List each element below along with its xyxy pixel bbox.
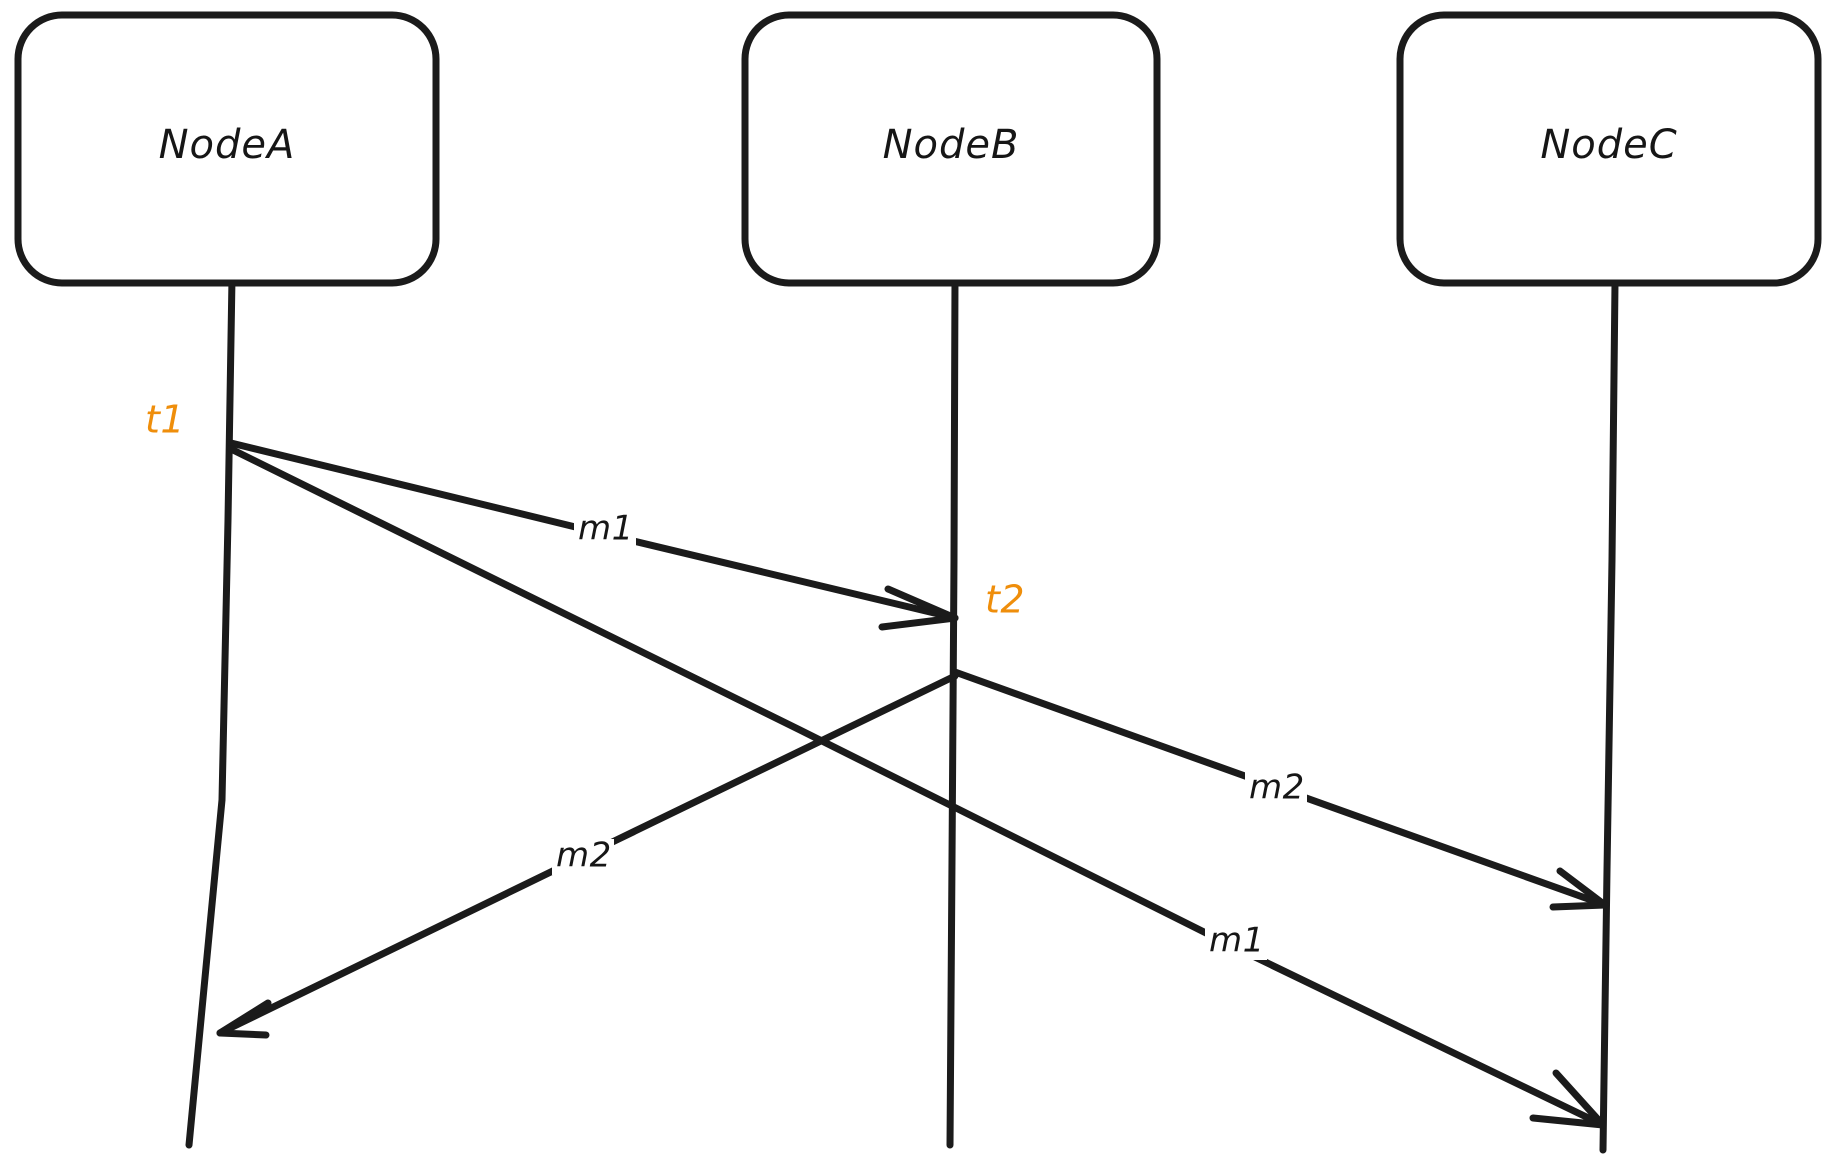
messages-group bbox=[216, 439, 1609, 1129]
time-marker-t2: t2 bbox=[985, 578, 1025, 622]
arrow-head-icon bbox=[216, 999, 272, 1039]
message-label-wrap-0: m1 bbox=[574, 509, 636, 549]
lifeline-nodea bbox=[185, 274, 236, 1149]
label-backdrop bbox=[1245, 771, 1307, 807]
message-labels-group: m1 m1 m2 m2 bbox=[552, 509, 1307, 961]
arrow-head-icon bbox=[1529, 1069, 1607, 1129]
message-label-wrap-1: m1 bbox=[1205, 921, 1267, 961]
lifelines-group bbox=[185, 274, 1619, 1154]
lifeline-nodec bbox=[1599, 279, 1619, 1154]
time-markers-group: t1 t2 bbox=[145, 398, 1025, 622]
node-box-nodeb[interactable]: NodeB bbox=[741, 11, 1161, 287]
node-rect bbox=[14, 11, 440, 287]
message-m1-a-to-c[interactable] bbox=[227, 445, 1607, 1129]
node-label-nodec: NodeC bbox=[1540, 122, 1677, 168]
label-backdrop bbox=[574, 512, 636, 548]
node-label-nodea: NodeA bbox=[159, 122, 296, 168]
message-label-m1-a-to-c: m1 bbox=[1209, 921, 1265, 961]
label-backdrop bbox=[1205, 924, 1267, 960]
node-label-nodeb: NodeB bbox=[883, 122, 1020, 168]
node-rect bbox=[741, 11, 1161, 287]
arrow-head-icon bbox=[878, 585, 959, 631]
node-box-nodec[interactable]: NodeC bbox=[1396, 11, 1822, 287]
message-label-m2-b-to-a: m2 bbox=[556, 836, 612, 876]
node-rect bbox=[1396, 11, 1822, 287]
node-box-nodea[interactable]: NodeA bbox=[14, 11, 440, 287]
message-label-wrap-3: m2 bbox=[552, 836, 614, 876]
arrow-head-icon bbox=[1549, 867, 1609, 911]
lifeline-nodeb bbox=[946, 274, 959, 1149]
message-label-m1-a-to-b: m1 bbox=[578, 509, 634, 549]
message-label-m2-b-to-c: m2 bbox=[1249, 768, 1305, 808]
message-line bbox=[227, 445, 1607, 1129]
nodes-group: NodeA NodeB NodeC bbox=[14, 11, 1822, 287]
message-label-wrap-2: m2 bbox=[1245, 768, 1307, 808]
label-backdrop bbox=[552, 839, 614, 875]
time-marker-t1: t1 bbox=[145, 398, 185, 442]
